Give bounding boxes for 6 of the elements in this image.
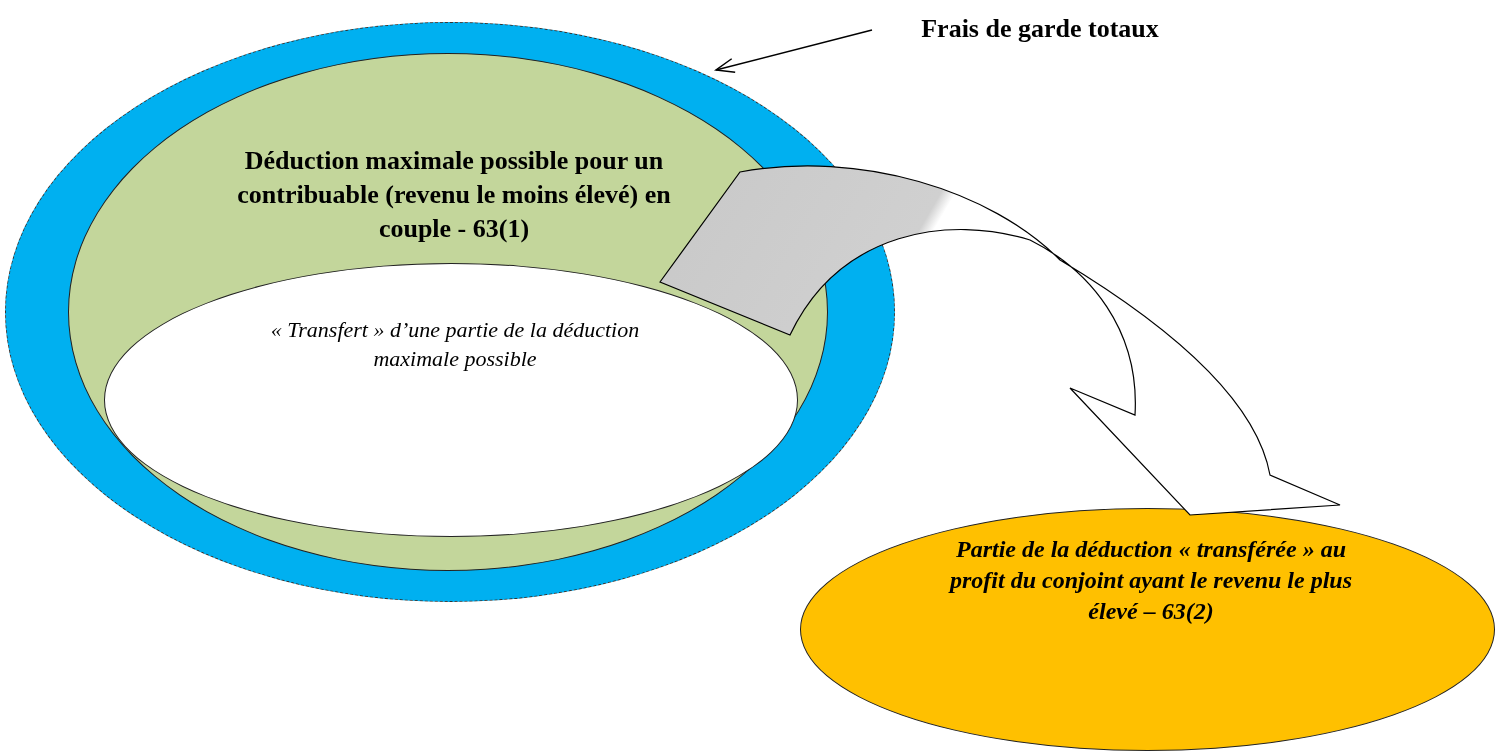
title-text: Frais de garde totaux [920, 13, 1160, 45]
curved-block-arrow [659, 165, 1341, 516]
node-label: Partie de la déduction « transférée » au profit du conjoint ayant le revenu le plus élevé – 63(2) [947, 535, 1353, 627]
node-label: Déduction maximale possible pour un contribuable (revenu le moins élevé) en couple - 63(1) [236, 145, 672, 245]
arrow [715, 29, 873, 74]
node-label: « Transfert » d’une partie de la déduction maximale possible [269, 316, 641, 373]
